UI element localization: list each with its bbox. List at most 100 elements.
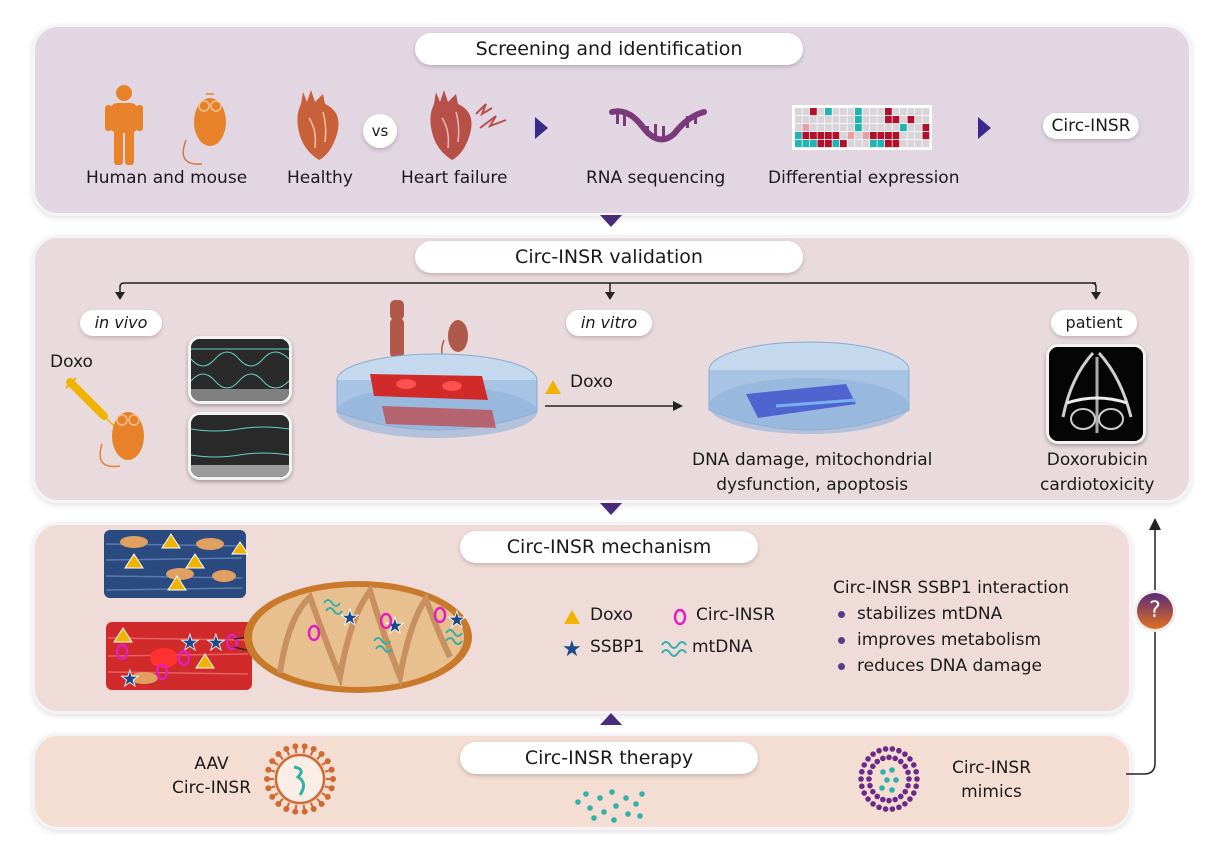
aav-spike-head: [269, 758, 276, 765]
aav-spike-head: [292, 808, 299, 815]
heatmap-cell: [832, 116, 840, 124]
mimic-shell-dot: [870, 788, 876, 795]
heatmap-cell: [855, 132, 862, 140]
failing-heart-icon: [430, 90, 507, 160]
mimic-shell-dot: [913, 768, 919, 775]
aav-spike-head: [283, 806, 290, 813]
mimic-shell-dot: [892, 755, 898, 762]
heatmap-cell: [817, 124, 825, 132]
patient-pill: patient: [1051, 310, 1137, 336]
heatmap-cell: [832, 140, 840, 148]
question-mark-icon: ?: [1137, 593, 1173, 629]
heatmap-cell: [855, 140, 862, 148]
heatmap-cell: [802, 108, 810, 116]
heatmap-cell: [855, 124, 862, 132]
mimic-shell-dot: [896, 804, 902, 811]
aav-spike-head: [310, 806, 317, 813]
aav-spike-head: [269, 793, 276, 800]
circ-insr-dot: [639, 791, 645, 797]
heatmap-cell: [832, 132, 840, 140]
heatmap-cell: [885, 140, 892, 148]
branch-arrows: [115, 282, 1101, 300]
heatmap-cell: [892, 116, 900, 124]
interaction-effect-item: stabilizes mtDNA: [838, 604, 1002, 624]
heatmap-cell: [847, 132, 855, 140]
heatmap-cell: [840, 140, 847, 148]
circ-insr-dot: [637, 813, 643, 819]
heatmap-cell: [825, 108, 832, 116]
heatmap-cell: [832, 124, 840, 132]
in-vivo-pill: in vivo: [80, 310, 162, 336]
mechanism-title: Circ-INSR mechanism: [460, 531, 758, 563]
circ-insr-molecules-icon: [575, 789, 645, 823]
heatmap-cell: [915, 124, 922, 132]
aav-spike-head: [283, 745, 290, 752]
mimic-shell-dot: [889, 746, 896, 752]
aav-spike-head: [265, 766, 272, 773]
mimics-label-line2: mimics: [961, 782, 1022, 802]
damaged-cell-dish-icon: [708, 341, 910, 434]
aav-spike-head: [328, 766, 335, 773]
heatmap-cell: [817, 132, 825, 140]
in-vitro-doxo-label: Doxo: [570, 372, 613, 392]
aav-spike-head: [264, 776, 270, 782]
mimic-shell-dot: [876, 747, 882, 754]
rna-sequencing-label: RNA sequencing: [586, 168, 726, 188]
treated-cardiomyocyte-icon: ★ ★ ★: [106, 622, 252, 692]
heatmap-cell: [907, 132, 915, 140]
heatmap-cell: [922, 132, 930, 140]
aav-spike-head: [330, 776, 336, 782]
heatmap-cell: [810, 140, 817, 148]
aav-spike-head: [275, 751, 282, 758]
heatmap-cell: [877, 140, 885, 148]
aav-spike-head: [318, 800, 325, 807]
circ-insr-dot: [575, 799, 581, 805]
circ-insr-mimics-label: Circ-INSR mimics: [952, 756, 1031, 804]
interaction-heading: Circ-INSR SSBP1 interaction: [833, 578, 1070, 598]
mimic-shell-dot: [902, 763, 908, 770]
aav-spike-head: [324, 793, 331, 800]
heatmap-cell: [892, 140, 900, 148]
mimic-shell-dot: [874, 793, 881, 800]
heatmap-cell: [862, 108, 870, 116]
mimic-shell-dot: [870, 763, 876, 770]
mimic-shell-dot: [897, 793, 904, 800]
heatmap-cell: [892, 124, 900, 132]
legend-circ-insr-label: Circ-INSR: [696, 605, 776, 625]
validation-title: Circ-INSR validation: [415, 241, 803, 273]
heatmap-cell: [907, 124, 915, 132]
heatmap-cell: [877, 132, 885, 140]
heatmap-cell: [832, 108, 840, 116]
mimic-shell-dot: [865, 796, 871, 802]
circ-insr-dot: [591, 815, 597, 821]
mimic-shell-dot: [897, 758, 904, 765]
heatmap-cell: [877, 108, 885, 116]
echocardiogram-baseline: [188, 336, 292, 404]
heatmap-cell: [795, 116, 802, 124]
echocardiogram-doxo: [188, 412, 292, 480]
heatmap-cell: [922, 124, 930, 132]
mimics-label-line1: Circ-INSR: [952, 758, 1032, 778]
mimic-shell-dot: [867, 769, 873, 776]
therapy-title: Circ-INSR therapy: [460, 742, 758, 774]
connector-down-icon: [600, 215, 622, 227]
heatmap-cell: [922, 108, 930, 116]
heatmap-cell: [855, 116, 862, 124]
heatmap-cell: [885, 116, 892, 124]
legend-doxo-label: Doxo: [590, 605, 633, 625]
heatmap-cell: [885, 132, 892, 140]
heatmap-cell: [900, 132, 907, 140]
aav-spike-head: [301, 743, 308, 750]
patient-outcome-line2: cardiotoxicity: [1040, 475, 1155, 495]
heatmap-cell: [915, 140, 922, 148]
in-vivo-doxo-label: Doxo: [50, 352, 93, 372]
mimic-core-dot: [884, 777, 890, 783]
heatmap-cell: [855, 108, 862, 116]
aav-spike-head: [328, 785, 335, 792]
mimic-core-dot: [893, 777, 899, 783]
legend-mtdna-squiggle-icon: [661, 641, 687, 657]
mimic-shell-dot: [914, 776, 920, 782]
heatmap-cell: [907, 116, 915, 124]
heatmap-cell: [847, 124, 855, 132]
heatmap-cell: [847, 116, 855, 124]
